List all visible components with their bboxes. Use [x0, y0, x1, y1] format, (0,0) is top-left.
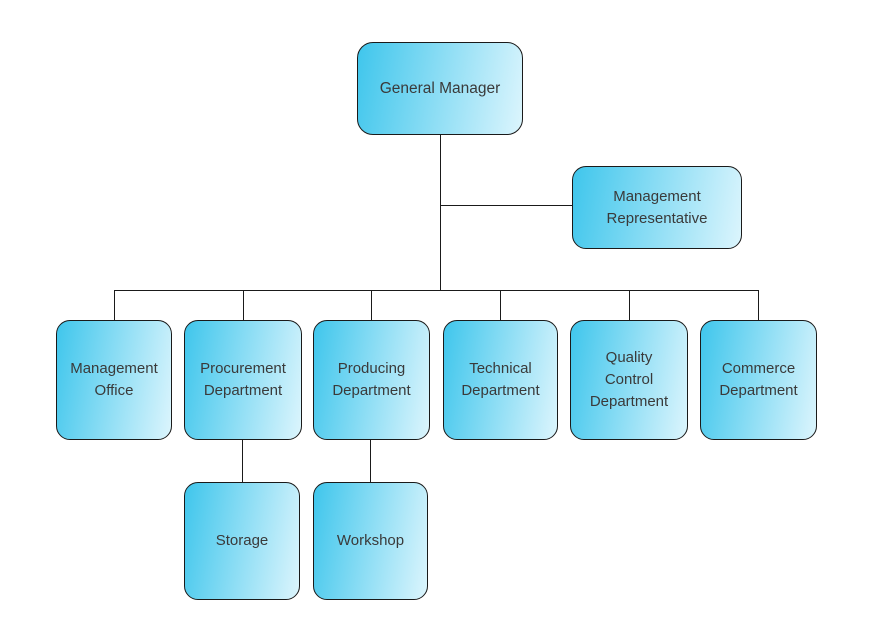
node-management-office: Management Office — [56, 320, 172, 440]
node-general-manager-label: General Manager — [379, 79, 501, 97]
node-workshop-label: Workshop — [336, 532, 405, 549]
connector-procurement-storage — [242, 440, 243, 482]
connector-stub-quality-control-department — [629, 290, 630, 320]
connector-stub-producing-department — [371, 290, 372, 320]
connector-stub-commerce-department — [758, 290, 759, 320]
node-quality-control-department: Quality Control Department — [570, 320, 688, 440]
connector-producing-workshop — [370, 440, 371, 482]
node-storage-label: Storage — [215, 532, 269, 549]
node-technical-department: Technical Department — [443, 320, 558, 440]
connector-branch-management-representative — [440, 205, 572, 206]
connector-stub-technical-department — [500, 290, 501, 320]
connector-stub-management-office — [114, 290, 115, 320]
node-management-office-label: Management Office — [70, 360, 158, 399]
connector-trunk-general-manager — [440, 135, 441, 291]
node-workshop: Workshop — [313, 482, 428, 600]
node-management-representative: Management Representative — [572, 166, 742, 249]
node-producing-department-label: Producing Department — [332, 360, 411, 399]
node-commerce-department: Commerce Department — [700, 320, 817, 440]
connector-distribution-bar — [114, 290, 758, 291]
node-procurement-department-label: Procurement Department — [200, 360, 286, 399]
node-commerce-department-label: Commerce Department — [719, 360, 798, 399]
node-quality-control-department-label: Quality Control Department — [589, 349, 669, 410]
node-general-manager: General Manager — [357, 42, 523, 135]
connector-stub-procurement-department — [243, 290, 244, 320]
node-technical-department-label: Technical Department — [461, 360, 540, 399]
node-storage: Storage — [184, 482, 300, 600]
node-procurement-department: Procurement Department — [184, 320, 302, 440]
node-management-representative-label: Management Representative — [606, 187, 708, 227]
node-producing-department: Producing Department — [313, 320, 430, 440]
